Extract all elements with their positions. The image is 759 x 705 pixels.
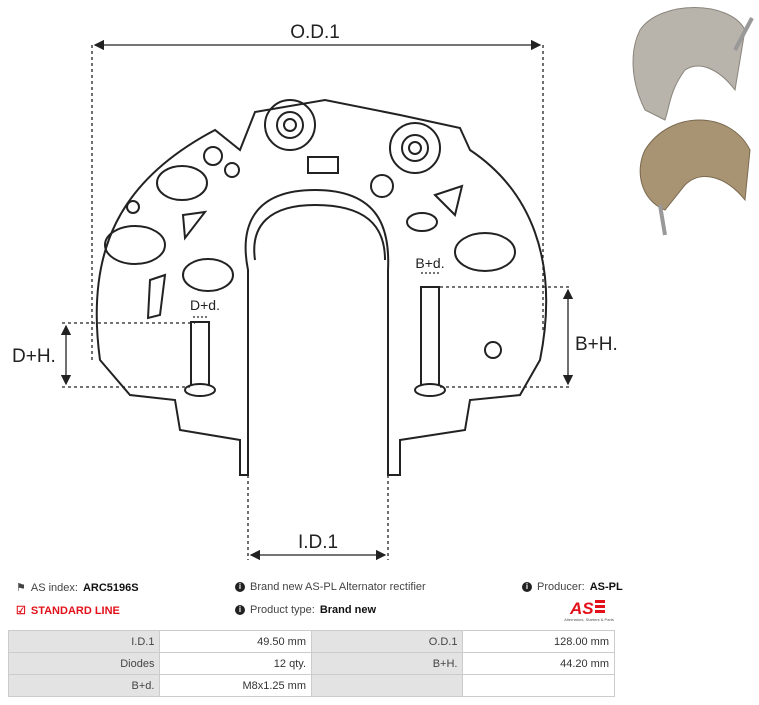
- dh-label: D+H.: [12, 346, 56, 367]
- info-icon: i: [235, 605, 245, 615]
- as-index: ⚑AS index:ARC5196S: [16, 581, 139, 595]
- svg-text:AS: AS: [569, 599, 594, 618]
- dimension-lines: [62, 45, 572, 560]
- standard-line-badge: ☑STANDARD LINE: [16, 604, 120, 618]
- technical-drawing: O.D.1 I.D.1 D+H. B+H. B+d. D+d.: [12, 22, 618, 561]
- product-photo-bottom: [639, 119, 751, 211]
- product-photo-top: [632, 7, 746, 121]
- as-pl-logo: AS Alternators, Starters & Parts: [564, 599, 614, 622]
- bh-label: B+H.: [575, 334, 618, 355]
- bolts: [184, 286, 446, 397]
- svg-text:Alternators, Starters & Parts: Alternators, Starters & Parts: [564, 617, 614, 622]
- info-icon: i: [235, 582, 245, 592]
- bd-label: B+d.: [415, 255, 444, 271]
- table-row: B+d.M8x1.25 mm: [7, 674, 615, 697]
- od-label: O.D.1: [290, 22, 340, 43]
- tags-icon: ⚑: [16, 582, 26, 594]
- dimension-arrows: [60, 39, 574, 561]
- dd-label: D+d.: [190, 297, 220, 313]
- checkbox-icon: ☑: [16, 605, 26, 617]
- product-photos: [632, 7, 754, 236]
- rectifier-outline: [95, 98, 548, 476]
- info-icon: i: [522, 582, 532, 592]
- id-label: I.D.1: [298, 532, 338, 553]
